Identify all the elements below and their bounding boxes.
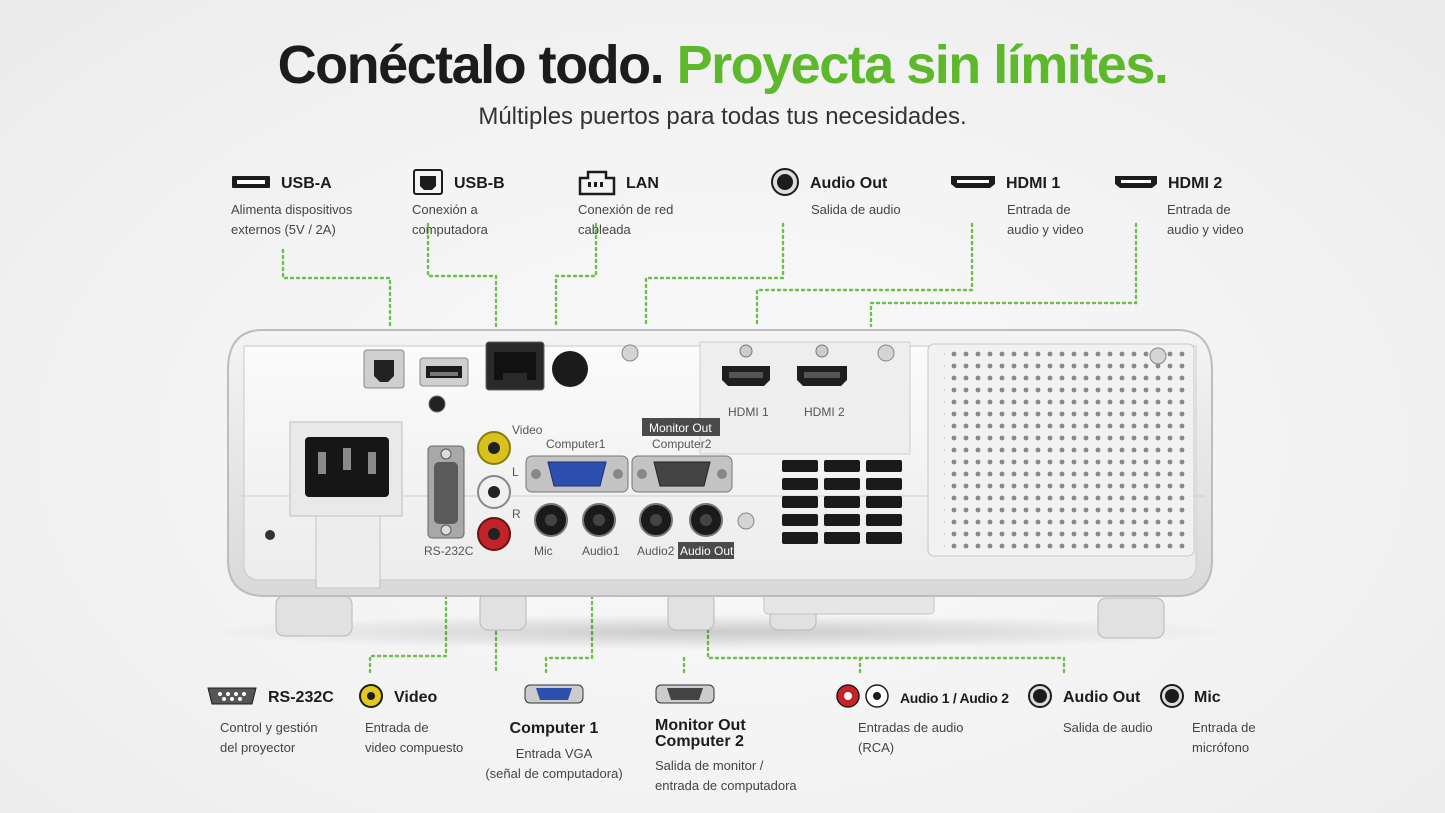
- vga-port-icon: [655, 684, 715, 708]
- label-computer1: Computer 1 Entrada VGA (señal de computa…: [484, 684, 624, 784]
- hdmi2-port: [797, 344, 847, 386]
- proj-label-rs232c: RS-232C: [424, 544, 474, 558]
- port-desc: Alimenta dispositivos externos (5V / 2A): [231, 202, 353, 237]
- audio2-jack: [639, 503, 673, 537]
- hdmi1-port: [722, 344, 770, 386]
- port-name: Mic: [1194, 689, 1221, 706]
- rca-r-port: [477, 517, 511, 551]
- audio1-jack: [582, 503, 616, 537]
- headline: Conéctalo todo. Proyecta sin límites.: [0, 30, 1445, 100]
- hdmi-icon: [1114, 174, 1158, 195]
- port-name: HDMI 2: [1168, 175, 1223, 192]
- power-inlet: [265, 421, 403, 589]
- port-name: HDMI 1: [1006, 175, 1061, 192]
- port-name: Monitor Out Computer 2: [655, 717, 746, 750]
- mic-jack: [534, 503, 568, 537]
- proj-label-audio-out: Audio Out: [680, 544, 734, 558]
- port-desc: Entradas de audio (RCA): [858, 720, 964, 755]
- port-name: Audio Out: [1063, 689, 1141, 706]
- vga-port-icon: [524, 684, 584, 708]
- computer1-vga-port: [525, 455, 629, 493]
- rca-yellow-icon: [358, 683, 384, 714]
- air-vent: [782, 460, 902, 544]
- port-name: Video: [394, 689, 438, 706]
- proj-label-computer1: Computer1: [546, 437, 606, 451]
- port-desc: Conexión a computadora: [412, 202, 488, 237]
- port-desc: Entrada VGA (señal de computadora): [485, 746, 623, 781]
- port-desc: Salida de audio: [1063, 720, 1153, 735]
- label-usb-b: USB-B Conexión a computadora: [412, 168, 505, 240]
- label-monitor-out: Monitor Out Computer 2 Salida de monitor…: [655, 684, 797, 796]
- port-desc: Salida de audio: [811, 202, 901, 217]
- usb-a-icon: [231, 174, 271, 195]
- port-name: USB-A: [281, 175, 332, 192]
- rs232c-port: [427, 445, 465, 539]
- label-hdmi2: HDMI 2 Entrada de audio y video: [1114, 170, 1244, 240]
- port-desc: Entrada de video compuesto: [365, 720, 464, 755]
- port-name: Audio Out: [810, 175, 888, 192]
- port-desc: Control y gestión del proyector: [220, 720, 318, 755]
- usb-a-port: [419, 357, 469, 387]
- audio-jack-icon: [770, 167, 800, 202]
- proj-label-computer2: Computer2: [652, 437, 712, 451]
- hdmi-icon: [950, 174, 996, 195]
- usb-b-icon: [412, 168, 444, 201]
- audio-jack-icon: [1027, 683, 1053, 714]
- label-audio-out-top: Audio Out Salida de audio: [770, 167, 901, 220]
- label-rs232c: RS-232C Control y gestión del proyector: [206, 684, 334, 758]
- proj-label-video: Video: [512, 423, 543, 437]
- port-name: LAN: [626, 175, 659, 192]
- proj-label-l: L: [512, 465, 519, 479]
- proj-label-hdmi2: HDMI 2: [804, 405, 845, 419]
- lan-port: [485, 341, 545, 391]
- label-lan: LAN Conexión de red cableada: [578, 170, 673, 240]
- proj-label-r: R: [512, 507, 521, 521]
- port-desc: Entrada de audio y video: [1167, 202, 1244, 237]
- label-audio-rca: Audio 1 / Audio 2 Entradas de audio (RCA…: [836, 683, 1009, 758]
- rca-audio-icon: [836, 683, 890, 714]
- port-name: USB-B: [454, 175, 505, 192]
- usb-b-port: [363, 349, 405, 389]
- port-desc: Salida de monitor / entrada de computado…: [655, 758, 797, 793]
- monitor-out-plate: [642, 418, 720, 436]
- serial-port-icon: [206, 686, 258, 711]
- port-desc: Conexión de red cableada: [578, 202, 674, 237]
- subheadline: Múltiples puertos para todas tus necesid…: [478, 103, 967, 130]
- rca-l-port: [477, 475, 511, 509]
- headline-main: Conéctalo todo.: [277, 35, 665, 95]
- rca-video-port: [477, 431, 511, 465]
- label-usb-a: USB-A Alimenta dispositivos externos (5V…: [231, 170, 352, 240]
- proj-label-hdmi1: HDMI 1: [728, 405, 769, 419]
- port-desc: Entrada de micrófono: [1192, 720, 1256, 755]
- proj-label-mic: Mic: [534, 544, 553, 558]
- lan-icon: [578, 168, 616, 201]
- label-video: Video Entrada de video compuesto: [358, 683, 464, 758]
- label-hdmi1: HDMI 1 Entrada de audio y video: [950, 170, 1084, 240]
- mic-jack-icon: [1160, 683, 1184, 714]
- headline-accent: Proyecta sin límites.: [676, 35, 1169, 95]
- audio-out-plate: [678, 542, 734, 559]
- proj-label-monitor-out: Monitor Out: [649, 421, 712, 435]
- port-name: Computer 1: [509, 720, 599, 737]
- header: Conéctalo todo. Proyecta sin límites. Mú…: [0, 30, 1445, 132]
- proj-label-audio1: Audio1: [582, 544, 620, 558]
- label-mic: Mic Entrada de micrófono: [1160, 683, 1256, 758]
- vga-blue-icon-wrap: [484, 684, 624, 712]
- audio-out-jack: [689, 503, 723, 537]
- proj-label-audio2: Audio2: [637, 544, 675, 558]
- port-desc: Entrada de audio y video: [1007, 202, 1084, 237]
- port-name: Audio 1 / Audio 2: [900, 690, 1009, 706]
- port-name: RS-232C: [268, 689, 334, 706]
- label-audio-out-bottom: Audio Out Salida de audio: [1027, 683, 1153, 738]
- ir-sensor: [552, 351, 588, 387]
- computer2-vga-port: [631, 455, 733, 493]
